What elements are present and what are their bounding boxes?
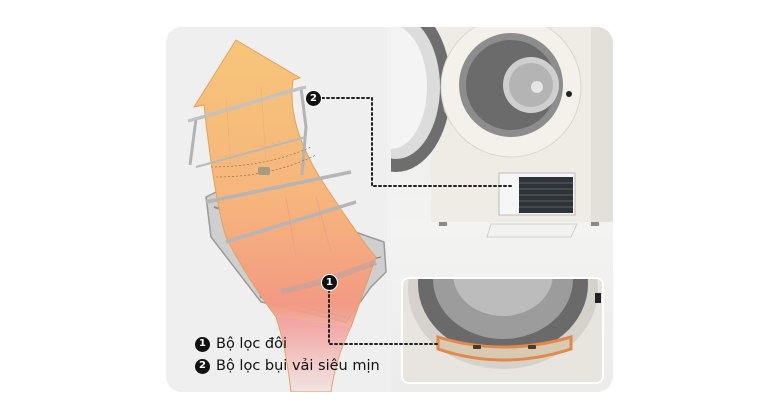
- number-badge-icon: 2: [195, 358, 210, 374]
- door-filter-closeup: [403, 279, 602, 382]
- callout-marker-2: 2: [305, 90, 322, 107]
- number-badge-icon: 1: [195, 336, 210, 352]
- legend-label: Bộ lọc bụi vải siêu mịn: [216, 358, 380, 374]
- legend-item-1: 1 Bộ lọc đôi: [195, 333, 380, 355]
- door-filter-inset: [401, 277, 604, 384]
- callout-marker-1: 1: [321, 274, 338, 291]
- marker-number: 2: [310, 93, 317, 104]
- legend-label: Bộ lọc đôi: [216, 336, 288, 352]
- marker-number: 1: [326, 277, 333, 288]
- legend-item-2: 2 Bộ lọc bụi vải siêu mịn: [195, 355, 380, 377]
- legend: 1 Bộ lọc đôi 2 Bộ lọc bụi vải siêu mịn: [195, 333, 380, 377]
